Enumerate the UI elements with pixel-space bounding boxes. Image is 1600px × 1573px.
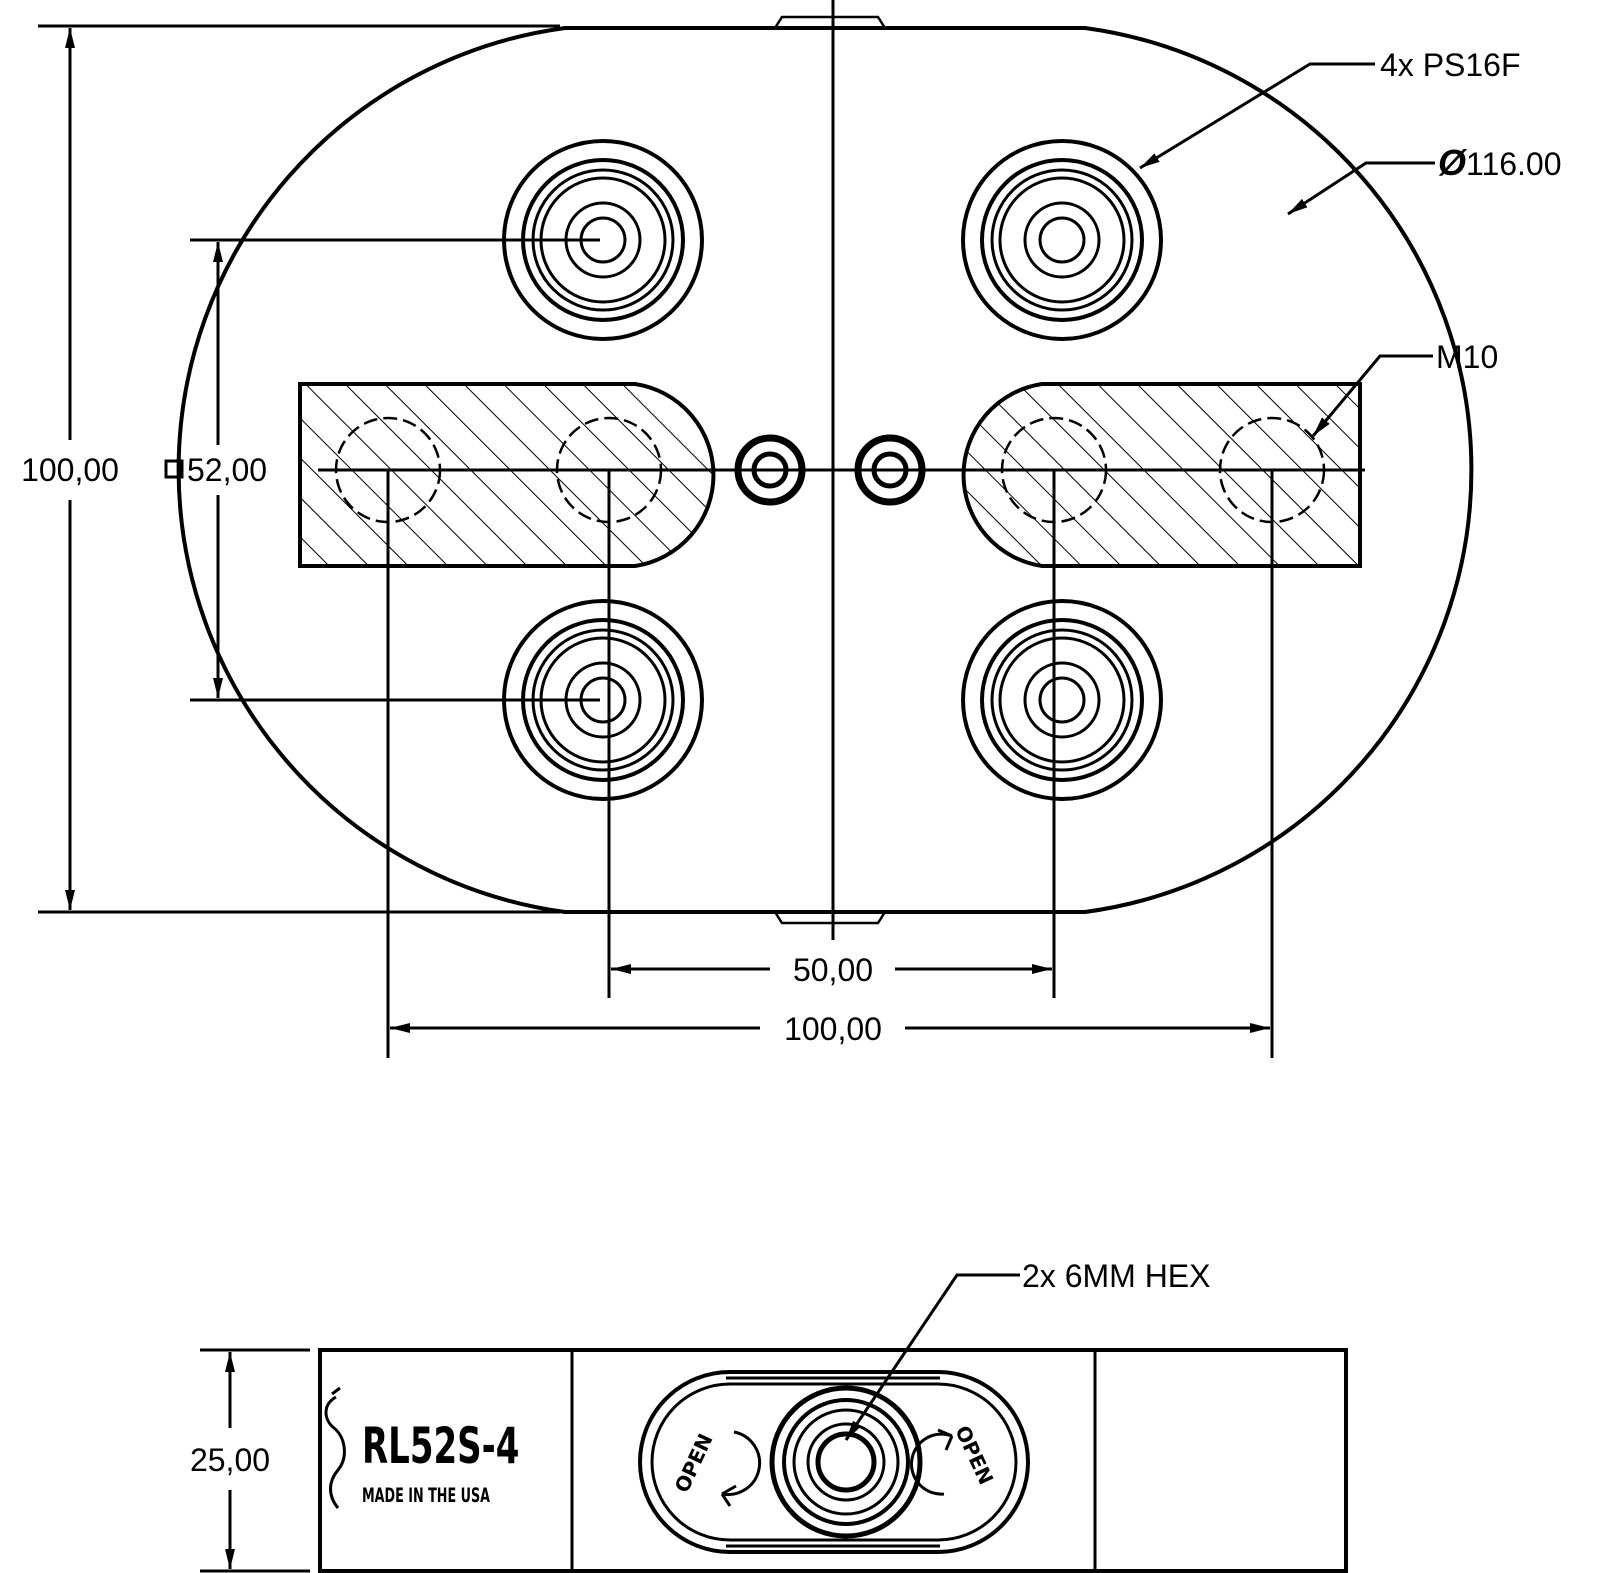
rotate-arrow-head (720, 1484, 737, 1507)
open-marking-left: OPEN (670, 1430, 762, 1507)
recess-outer (638, 1370, 1030, 1554)
top-view: 100,00 52,00 50,00 100,00 4x PS16F Ø116.… (21, 0, 1562, 1058)
rotate-arrow-icon (910, 1432, 953, 1496)
leader-line (1287, 161, 1435, 216)
rotate-arrow-head (937, 1428, 954, 1451)
part-number-marking: RL52S-4 (362, 1417, 519, 1475)
left-slot-section (298, 382, 716, 568)
bottom-tab (773, 911, 887, 925)
origin-marking: MADE IN THE USA (362, 1484, 490, 1506)
pin-callout: 4x PS16F (1380, 47, 1521, 83)
top-tab (773, 15, 887, 29)
pin (961, 139, 1163, 341)
overall-height-dimension: 100,00 (21, 452, 119, 488)
thickness-dimension: 25,00 (190, 1442, 270, 1478)
svg-text:OPEN: OPEN (670, 1430, 718, 1496)
square-symbol-icon (164, 459, 184, 479)
diameter-icon: Ø (1438, 142, 1468, 183)
plate-outline (176, 26, 1474, 914)
pin-spacing-dimension: 50,00 (793, 952, 873, 988)
side-body (318, 1348, 1348, 1573)
leader-line (844, 1273, 1020, 1441)
open-marking-right: OPEN (910, 1422, 998, 1496)
hex-callout: 2x 6MM HEX (1022, 1258, 1210, 1294)
rotate-arrow-icon (721, 1430, 762, 1497)
diameter-callout: Ø116.00 (1438, 142, 1562, 183)
bolt-spacing-dimension: 100,00 (784, 1011, 882, 1047)
leader-line (1311, 354, 1433, 437)
right-slot-section (961, 382, 1362, 568)
side-view: 25,00 RL52S-4 MADE IN THE USA OPEN OPEN (190, 1258, 1348, 1573)
hex-socket (769, 1385, 923, 1539)
logo-icon (324, 1386, 346, 1509)
pin-square-dimension: 52,00 (187, 452, 267, 488)
recess-inner (650, 1382, 1018, 1542)
pin (961, 599, 1163, 801)
svg-text:OPEN: OPEN (950, 1422, 998, 1488)
thread-callout: M10 (1436, 339, 1498, 375)
leader-line (1139, 62, 1375, 170)
